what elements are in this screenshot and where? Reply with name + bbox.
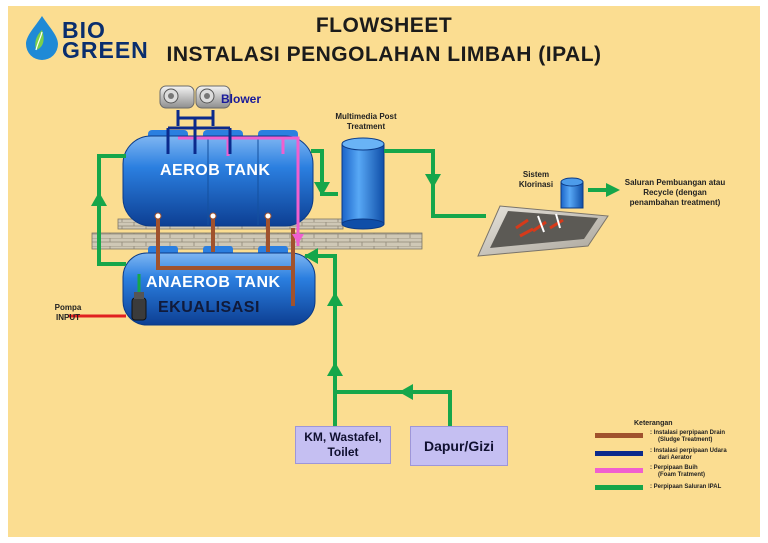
legend-item-ipal-line1: : Perpipaan Saluran IPAL (650, 484, 722, 490)
legend-item-air: : Instalasi perpipaan Udara dari Aerator (650, 448, 727, 462)
klorinasi-label-line2: Klorinasi (518, 180, 554, 189)
legend-item-drain: : Instalasi perpipaan Drain (Sludge Trea… (650, 430, 725, 444)
legend-item-air-line1: : Instalasi perpipaan Udara (650, 448, 727, 454)
air-pipes (166, 110, 232, 154)
klorinasi-label: Sistem Klorinasi (508, 170, 564, 190)
saluran-label-line2: Recycle (dengan (643, 188, 707, 197)
anaerob-tank-label: ANAEROB TANK (146, 274, 281, 291)
foam-pipes (178, 136, 300, 246)
logo-line2: GREEN (62, 37, 149, 63)
multimedia-filter (341, 137, 385, 230)
multimedia-label: Multimedia Post Treatment (326, 112, 406, 132)
water-drop-leaf-icon (26, 16, 58, 60)
legend-item-foam: : Perpipaan Buih (Foam Tratment) (650, 465, 705, 479)
pump-icon (68, 274, 147, 321)
flow-diagram (26, 16, 643, 490)
title-ipal: INSTALASI PENGOLAHAN LIMBAH (IPAL) (166, 43, 602, 66)
source-km-wastafel-toilet: KM, Wastafel, Toilet (295, 426, 391, 464)
multimedia-label-line1: Multimedia Post (335, 112, 397, 121)
drain-pipes (156, 216, 295, 306)
saluran-label: Saluran Pembuangan atau Recycle (dengan … (620, 178, 730, 208)
chlorine-tank (560, 177, 584, 209)
legend-swatches (595, 433, 643, 490)
blower-label: Blower (221, 92, 262, 106)
saluran-label-line3: penambahan treatment) (629, 198, 721, 207)
ipal-flow-arrows (91, 174, 620, 400)
anaerob-tank (122, 246, 316, 326)
logo-line1: BIO (62, 17, 106, 43)
legend-title: Keterangan (634, 420, 673, 427)
source-km-line2: Toilet (327, 445, 359, 459)
aerob-tank-label: AEROB TANK (160, 162, 271, 179)
legend-item-air-line2: dari Aerator (658, 455, 692, 461)
ekualisasi-label: EKUALISASI (158, 299, 260, 316)
legend-item-drain-line2: (Sludge Treatment) (658, 437, 713, 443)
legend-item-foam-line2: (Foam Tratment) (658, 472, 706, 478)
legend-item-foam-line1: : Perpipaan Buih (650, 465, 698, 471)
multimedia-label-line2: Treatment (346, 122, 386, 131)
brick-platform (91, 232, 423, 250)
pompa-input-label: Pompa INPUT (48, 303, 88, 323)
chlorination-basin (477, 205, 609, 257)
pompa-label-line1: Pompa (54, 303, 82, 312)
klorinasi-label-line1: Sistem (522, 170, 550, 179)
source-dapur-gizi: Dapur/Gizi (410, 426, 508, 466)
source-km-line1: KM, Wastafel, (304, 430, 382, 444)
flowsheet-canvas: FLOWSHEET INSTALASI PENGOLAHAN LIMBAH (I… (8, 6, 760, 537)
saluran-label-line1: Saluran Pembuangan atau (624, 178, 726, 187)
title-flowsheet: FLOWSHEET (315, 14, 453, 37)
pompa-label-line2: INPUT (56, 313, 80, 322)
legend-item-drain-line1: : Instalasi perpipaan Drain (650, 430, 726, 436)
blower-icon (159, 85, 231, 109)
source-dapur-label: Dapur/Gizi (423, 438, 494, 454)
legend-item-ipal: : Perpipaan Saluran IPAL (650, 484, 721, 491)
